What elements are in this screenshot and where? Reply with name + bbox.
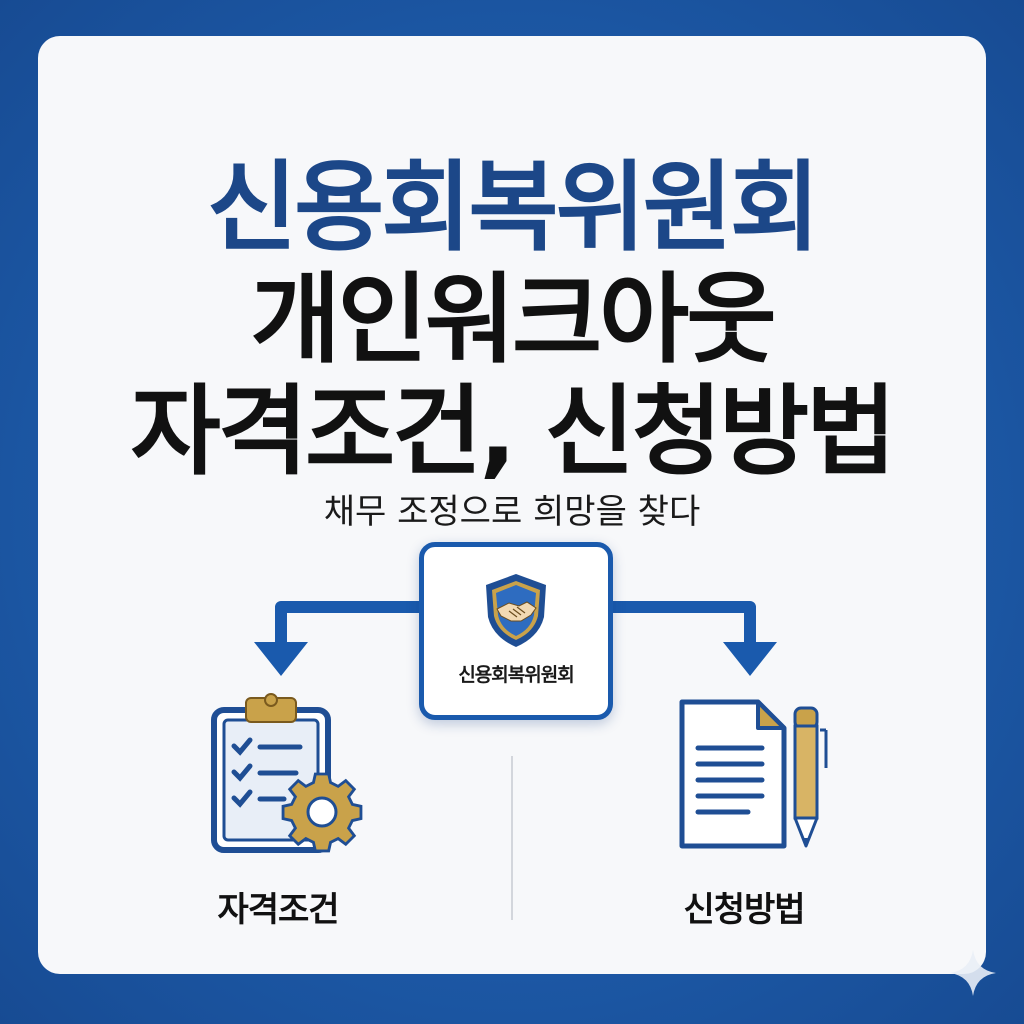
title-line-1: 신용회복위원회 [206,151,820,265]
title-line-3: 자격조건, 신청방법 [130,375,897,489]
handshake-shield-icon [486,574,546,647]
document-pen-icon [679,699,828,849]
center-box: 신용회복위원회 [419,542,613,720]
content-card: 신용회복위원회 개인워크아웃 자격조건, 신청방법 채무 조정으로 희망을 찾다… [38,36,986,974]
right-arrow-head [723,642,777,676]
title-line-2: 개인워크아웃 [250,263,777,377]
clipboard-checklist-gear-icon [211,693,363,853]
center-box-label: 신용회복위원회 [458,664,574,686]
left-arrow [275,601,419,644]
sparkle-icon [950,950,996,996]
right-item-label: 신청방법 [683,890,805,930]
right-arrow [608,601,756,644]
flow-arrows [254,601,777,676]
divider [511,756,513,920]
left-arrow-head [254,642,308,676]
left-item-label: 자격조건 [217,890,339,930]
subtitle: 채무 조정으로 희망을 찾다 [323,492,701,532]
